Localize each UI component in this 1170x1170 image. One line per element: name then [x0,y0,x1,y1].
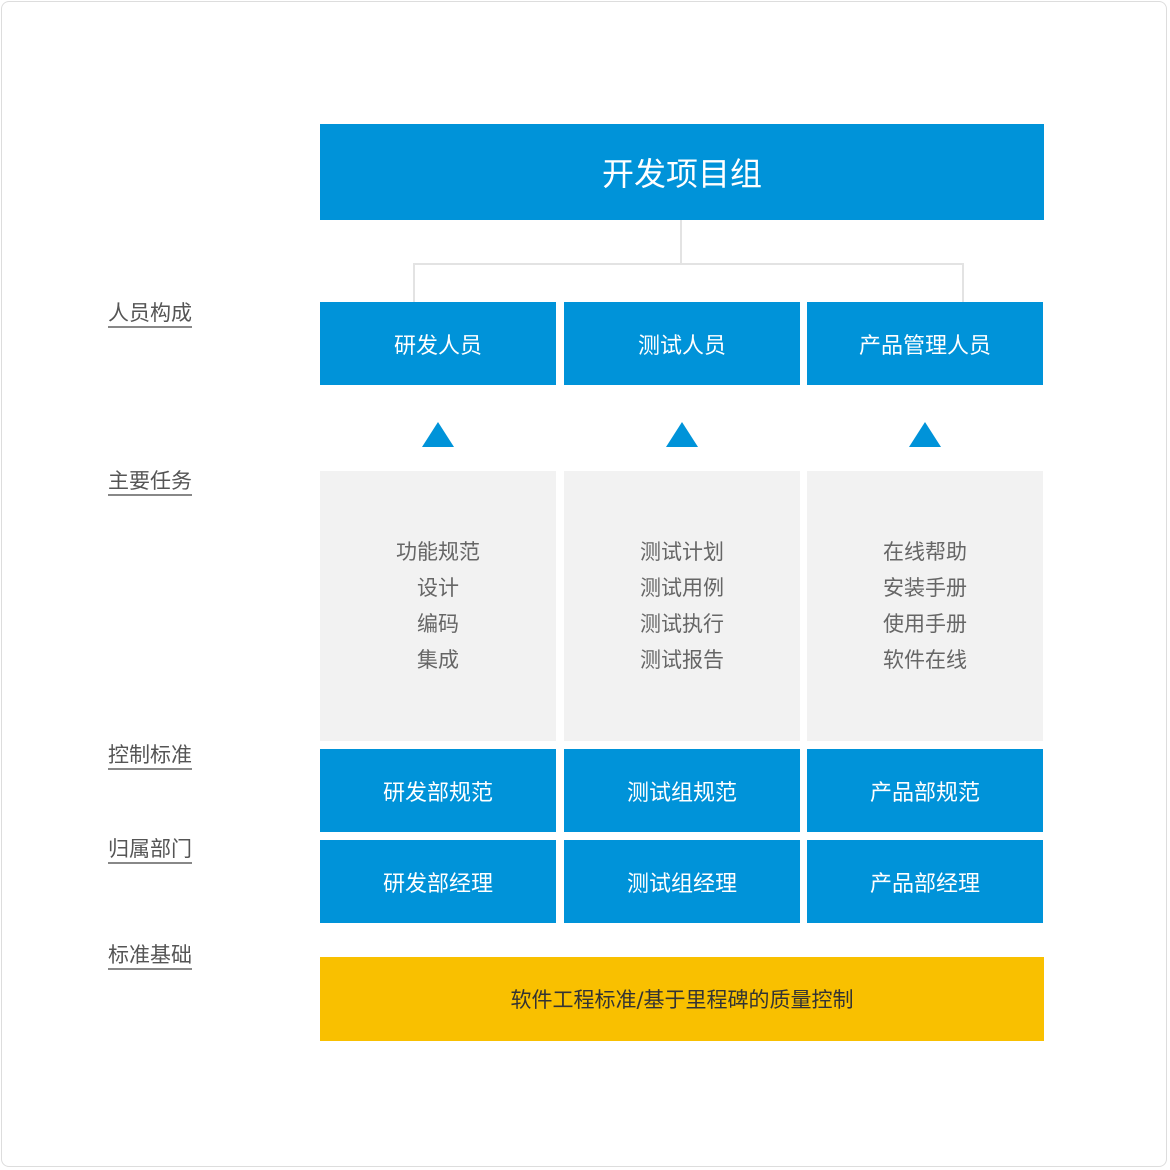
role-box: 测试人员 [564,302,800,385]
tasks-box: 测试计划 测试用例 测试执行 测试报告 [564,471,800,741]
task-item: 安装手册 [883,576,967,600]
task-item: 测试用例 [640,576,724,600]
arrow-up-icon [422,422,454,447]
task-item: 测试计划 [640,540,724,564]
arrow-up-icon [909,422,941,447]
project-group-title: 开发项目组 [320,124,1044,220]
role-box: 研发人员 [320,302,556,385]
task-item: 测试报告 [640,648,724,672]
task-item: 编码 [417,612,459,636]
row-label-standard: 控制标准 [108,742,192,770]
department-box: 研发部经理 [320,840,556,923]
foundation-bar: 软件工程标准/基于里程碑的质量控制 [320,957,1044,1041]
task-item: 在线帮助 [883,540,967,564]
department-box: 测试组经理 [564,840,800,923]
task-item: 使用手册 [883,612,967,636]
connector-right [962,263,964,302]
connector-trunk [680,220,682,264]
connector-bar [413,263,964,265]
department-box: 产品部经理 [807,840,1043,923]
row-label-foundation: 标准基础 [108,942,192,970]
task-item: 设计 [417,576,459,600]
task-item: 集成 [417,648,459,672]
tasks-box: 在线帮助 安装手册 使用手册 软件在线 [807,471,1043,741]
role-box: 产品管理人员 [807,302,1043,385]
connector-left [413,263,415,302]
standard-box: 产品部规范 [807,749,1043,832]
task-item: 软件在线 [883,648,967,672]
row-label-department: 归属部门 [108,836,192,864]
task-item: 测试执行 [640,612,724,636]
tasks-box: 功能规范 设计 编码 集成 [320,471,556,741]
row-label-staff: 人员构成 [108,300,192,328]
arrow-up-icon [666,422,698,447]
standard-box: 研发部规范 [320,749,556,832]
row-label-tasks: 主要任务 [108,468,192,496]
standard-box: 测试组规范 [564,749,800,832]
task-item: 功能规范 [396,540,480,564]
